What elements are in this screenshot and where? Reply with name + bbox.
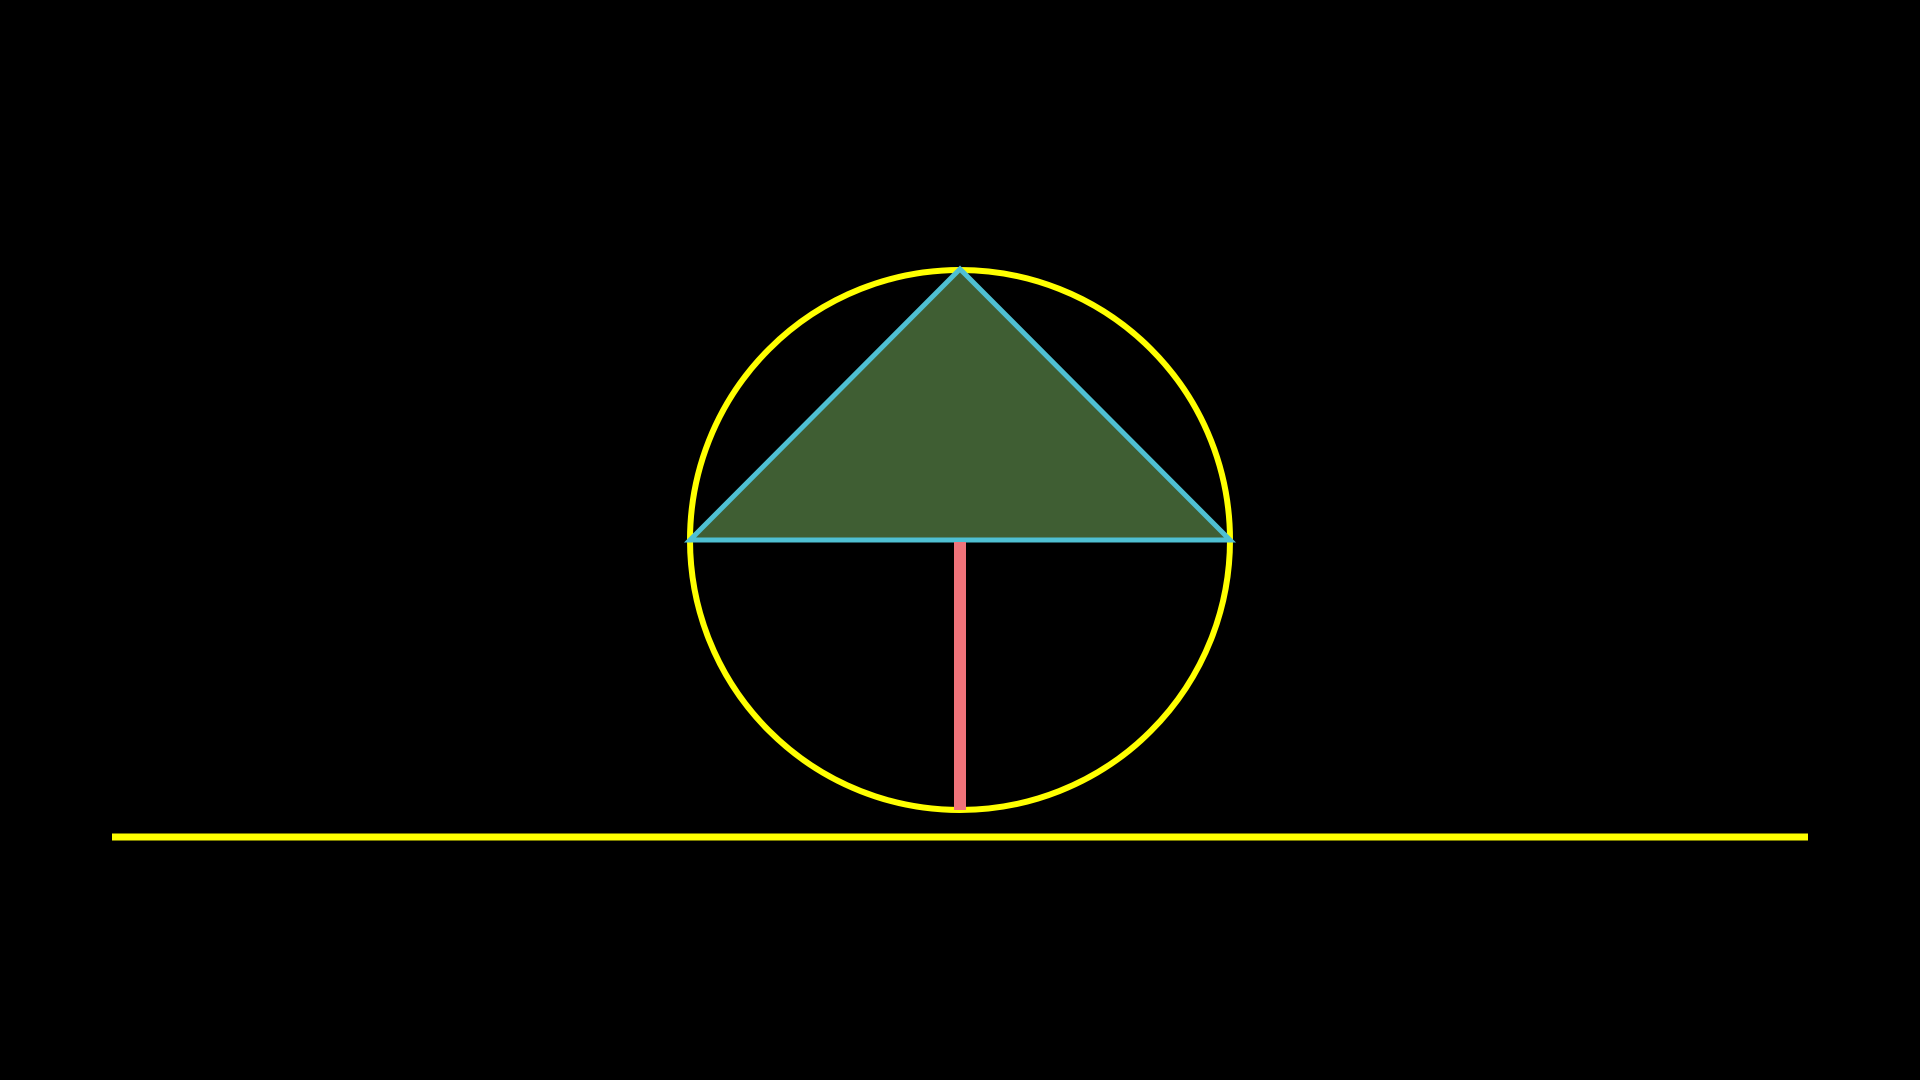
inscribed-triangle (683, 265, 1237, 543)
